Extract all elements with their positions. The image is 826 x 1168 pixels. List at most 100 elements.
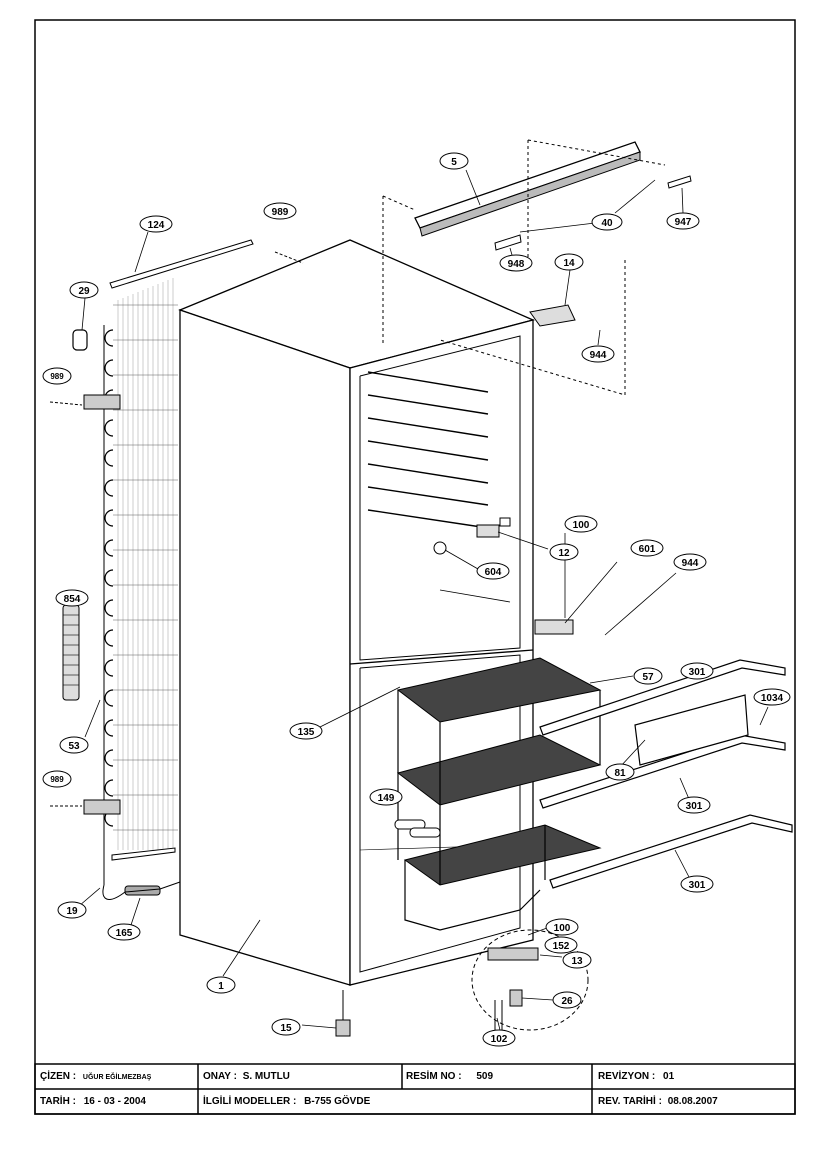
callout-948: 948 [499,254,533,272]
callout-57: 57 [633,667,663,685]
callout-100-lower: 100 [545,918,579,936]
models-value: B-755 GÖVDE [304,1096,371,1107]
callout-100-upper-label: 100 [573,520,590,531]
pins-149 [394,819,426,830]
callout-854: 854 [55,589,89,607]
drawn-label: ÇİZEN : [40,1071,77,1082]
drawing-no-label: RESİM NO : [406,1071,462,1082]
callout-854-label: 854 [64,594,81,605]
rev-date-label: REV. TARİHİ : [598,1096,662,1107]
callout-15: 15 [271,1018,301,1036]
top-trim-strip [109,239,254,289]
date-cell: TARİH : 16 - 03 - 2004 [40,1096,146,1107]
clip-part [72,329,88,351]
callout-19-label: 19 [66,906,78,917]
callout-26: 26 [552,991,582,1009]
callout-12: 12 [549,543,579,561]
end-cap-947 [667,175,692,189]
callout-13: 13 [562,951,592,969]
approval-value: S. MUTLU [242,1071,290,1082]
approval-cell: ONAY : S. MUTLU [203,1071,290,1082]
revision-value: 01 [663,1071,675,1082]
date-label: TARİH : [40,1096,76,1107]
callout-944-top-label: 944 [590,350,607,361]
callout-989-top-label: 989 [272,207,289,218]
callout-989-left-lower: 989 [42,770,72,788]
thermostat [476,524,500,538]
left-bracket-upper [83,394,121,410]
callout-81-label: 81 [614,768,626,779]
revision-cell: REVİZYON : 01 [598,1071,674,1082]
callout-100-upper: 100 [564,515,598,533]
callout-15-label: 15 [280,1023,292,1034]
levelling-foot [335,1019,351,1037]
callout-40: 40 [591,213,623,231]
callout-152-label: 152 [553,941,570,952]
callout-944-top: 944 [581,345,615,363]
callout-604: 604 [476,562,510,580]
shelf-ribs [367,371,489,529]
drawn-by-value: UĞUR EĞİLMEZBAŞ [82,1074,152,1081]
callout-989-top: 989 [263,202,297,220]
callout-165-label: 165 [116,928,133,939]
callout-13-label: 13 [571,956,583,967]
callout-57-label: 57 [642,672,654,683]
callout-989-left-lower-label: 989 [50,775,64,784]
drawer-front-1 [539,659,786,736]
callout-1: 1 [206,976,236,994]
spring-part [62,604,80,701]
callout-14: 14 [554,253,584,271]
models-label: İLGİLİ MODELLER : [203,1096,297,1107]
condenser-serpentine [104,329,114,827]
callout-989-left-upper: 989 [42,367,72,385]
callout-5: 5 [439,152,469,170]
date-value: 16 - 03 - 2004 [83,1096,146,1107]
callout-135: 135 [289,722,323,740]
callout-149: 149 [369,788,403,806]
callout-165: 165 [107,923,141,941]
condenser-base-rail [111,847,176,861]
condenser-grid [113,304,178,831]
capillary-tube [102,881,181,900]
end-cap-948 [494,234,522,251]
drawing-no-value: 509 [476,1071,494,1082]
callout-301-mid: 301 [677,796,711,814]
callout-29-label: 29 [78,286,90,297]
drawing-no-cell: RESİM NO : 509 [406,1071,493,1082]
callout-948-label: 948 [508,259,525,270]
callout-989-left-upper-label: 989 [50,372,64,381]
callout-81: 81 [605,763,635,781]
callout-100-lower-label: 100 [554,923,571,934]
bottom-hinge [487,947,539,961]
evaporator-coils [397,690,601,931]
callout-1034: 1034 [753,688,791,706]
top-hinge [529,304,576,327]
callout-5-label: 5 [451,157,457,168]
callout-301-top-label: 301 [689,667,706,678]
callout-944-mid: 944 [673,553,707,571]
callout-14-label: 14 [563,258,575,269]
callout-19: 19 [57,901,87,919]
drawer-panel [634,694,749,766]
callout-40-label: 40 [601,218,613,229]
drawn-by-cell: ÇİZEN : UĞUR EĞİLMEZBAŞ [40,1071,151,1082]
drawer-front-3 [549,814,793,889]
condenser-verticals [117,278,174,850]
title-block-grid [34,1063,796,1115]
callout-947-label: 947 [675,217,692,228]
callout-124-label: 124 [148,220,165,231]
rev-date-cell: REV. TARİHİ : 08.08.2007 [598,1096,718,1107]
models-cell: İLGİLİ MODELLER : B-755 GÖVDE [203,1096,370,1107]
callout-301-mid-label: 301 [686,801,703,812]
callout-135-label: 135 [298,727,315,738]
middle-hinge [534,619,574,635]
callout-152: 152 [544,936,578,954]
lamp [433,541,447,555]
callout-53: 53 [59,736,89,754]
callout-12-label: 12 [558,548,570,559]
callout-1-label: 1 [218,981,224,992]
cabinet-body [178,239,535,986]
callout-601-label: 601 [639,544,656,555]
callout-26-label: 26 [561,996,573,1007]
